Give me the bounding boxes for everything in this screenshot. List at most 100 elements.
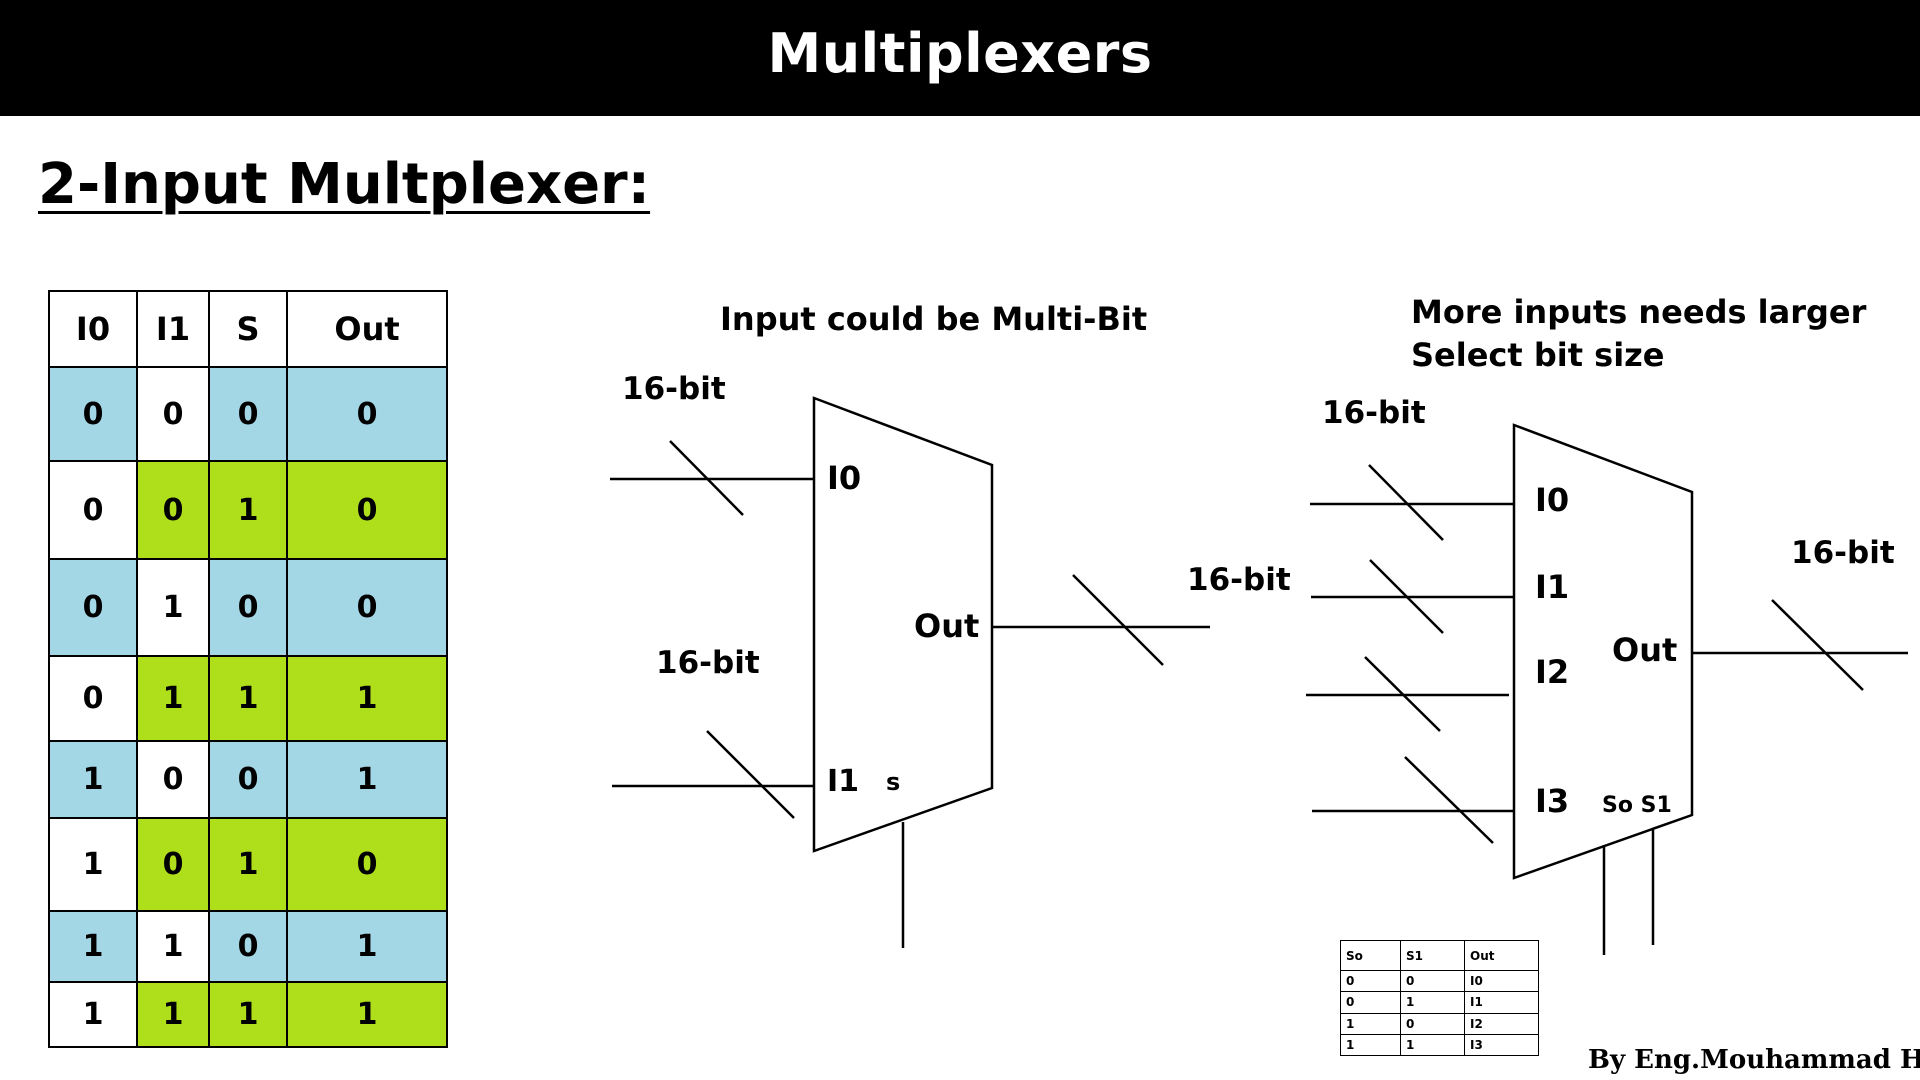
select-table-row: 0 0 I0: [1340, 969, 1539, 993]
section-heading: 2-Input Multplexer:: [38, 152, 651, 217]
select-cell: 0: [1340, 991, 1401, 1014]
title-bar: [0, 0, 1920, 116]
cell-i0: 0: [48, 460, 138, 560]
cell-s: 1: [208, 460, 288, 560]
mux2-label-out: Out: [914, 607, 979, 645]
truth-table-row: 0 1 0 0: [48, 558, 448, 657]
cell-s: 0: [208, 558, 288, 657]
truth-table-row: 0 0 0 0: [48, 366, 448, 462]
cell-out: 1: [286, 910, 448, 983]
cell-s: 0: [208, 740, 288, 819]
truth-table-row: 0 1 1 1: [48, 655, 448, 742]
select-cell: I1: [1464, 991, 1539, 1014]
mux2-output-bus-slash: [1072, 574, 1164, 666]
select-header-out: Out: [1464, 940, 1539, 971]
mux2-caption: Input could be Multi-Bit: [720, 300, 1147, 338]
cell-out: 0: [286, 366, 448, 462]
cell-out: 1: [286, 981, 448, 1048]
cell-out: 1: [286, 655, 448, 742]
select-cell: 1: [1400, 991, 1465, 1014]
cell-s: 0: [208, 366, 288, 462]
cell-i0: 1: [48, 740, 138, 819]
mux2-label-i0: I0: [827, 459, 861, 497]
mux4-label-i2: I2: [1535, 653, 1569, 691]
cell-i1: 1: [136, 910, 210, 983]
cell-i0: 0: [48, 655, 138, 742]
select-table-row: 1 0 I2: [1340, 1012, 1539, 1035]
select-cell: 0: [1340, 969, 1401, 993]
cell-i0: 0: [48, 366, 138, 462]
cell-i1: 0: [136, 740, 210, 819]
header-i1: I1: [136, 290, 210, 368]
truth-table-header-row: I0 I1 S Out: [48, 290, 448, 368]
mux4-input-width: 16-bit: [1322, 395, 1426, 431]
select-header-s1: S1: [1400, 940, 1465, 971]
cell-i0: 1: [48, 910, 138, 983]
cell-i1: 0: [136, 817, 210, 912]
select-cell: 0: [1400, 969, 1465, 993]
cell-out: 1: [286, 740, 448, 819]
select-table-row: 1 1 I3: [1340, 1033, 1539, 1057]
mux4-output-width: 16-bit: [1791, 535, 1895, 571]
mux4-label-select: So S1: [1602, 793, 1672, 818]
mux4-caption-line1: More inputs needs larger: [1411, 293, 1867, 331]
select-cell: 1: [1400, 1033, 1465, 1057]
cell-s: 0: [208, 910, 288, 983]
select-cell: 1: [1340, 1012, 1401, 1035]
cell-i0: 1: [48, 981, 138, 1048]
truth-table-row: 1 1 0 1: [48, 910, 448, 983]
cell-s: 1: [208, 981, 288, 1048]
mux4-input0-bus-slash: [1368, 464, 1444, 541]
mux2-body: [812, 396, 994, 853]
truth-table-row: 0 0 1 0: [48, 460, 448, 560]
cell-s: 1: [208, 655, 288, 742]
select-cell: 0: [1400, 1012, 1465, 1035]
mux4-label-i1: I1: [1535, 568, 1569, 606]
mux4-caption-line2: Select bit size: [1411, 336, 1664, 374]
mux4-label-i0: I0: [1535, 481, 1569, 519]
mux4-body: [1512, 423, 1694, 880]
select-cell: I3: [1464, 1033, 1539, 1057]
truth-table-row: 1 0 0 1: [48, 740, 448, 819]
truth-table: I0 I1 S Out 0 0 0 0 0 0 1 0 0 1 0 0 0 1 …: [48, 290, 448, 1048]
mux2-output-width: 16-bit: [1187, 562, 1291, 598]
cell-i0: 1: [48, 817, 138, 912]
cell-i1: 1: [136, 981, 210, 1048]
mux4-output-bus-slash: [1771, 599, 1864, 691]
mux2-input0-bus-slash: [669, 440, 744, 516]
header-out: Out: [286, 290, 448, 368]
cell-i1: 0: [136, 460, 210, 560]
select-cell: I0: [1464, 969, 1539, 993]
cell-out: 0: [286, 460, 448, 560]
mux2-input0-width: 16-bit: [622, 371, 726, 407]
mux2-label-i1: I1: [827, 764, 859, 799]
mux2-label-s: s: [886, 768, 900, 796]
cell-i0: 0: [48, 558, 138, 657]
select-table: So S1 Out 0 0 I0 0 1 I1 1 0 I2 1 1 I3: [1340, 940, 1539, 1057]
mux4-label-i3: I3: [1535, 782, 1569, 820]
author-credit: By Eng.Mouhammad Hamsho: [1588, 1045, 1920, 1075]
truth-table-row: 1 1 1 1: [48, 981, 448, 1048]
select-header-s0: So: [1340, 940, 1401, 971]
header-i0: I0: [48, 290, 138, 368]
select-table-header-row: So S1 Out: [1340, 940, 1539, 971]
select-cell: I2: [1464, 1012, 1539, 1035]
cell-i1: 1: [136, 655, 210, 742]
header-s: S: [208, 290, 288, 368]
cell-i1: 1: [136, 558, 210, 657]
select-table-row: 0 1 I1: [1340, 991, 1539, 1014]
truth-table-row: 1 0 1 0: [48, 817, 448, 912]
mux4-input3-bus-slash: [1404, 756, 1494, 844]
mux4-input1-bus-slash: [1369, 559, 1444, 634]
select-cell: 1: [1340, 1033, 1401, 1057]
cell-i1: 0: [136, 366, 210, 462]
mux4-label-out: Out: [1612, 631, 1677, 669]
mux4-input2-bus-slash: [1364, 656, 1441, 732]
mux2-input1-bus-slash: [706, 730, 795, 819]
cell-out: 0: [286, 817, 448, 912]
page-title: Multiplexers: [767, 22, 1153, 85]
mux2-input1-width: 16-bit: [656, 645, 760, 681]
cell-out: 0: [286, 558, 448, 657]
cell-s: 1: [208, 817, 288, 912]
